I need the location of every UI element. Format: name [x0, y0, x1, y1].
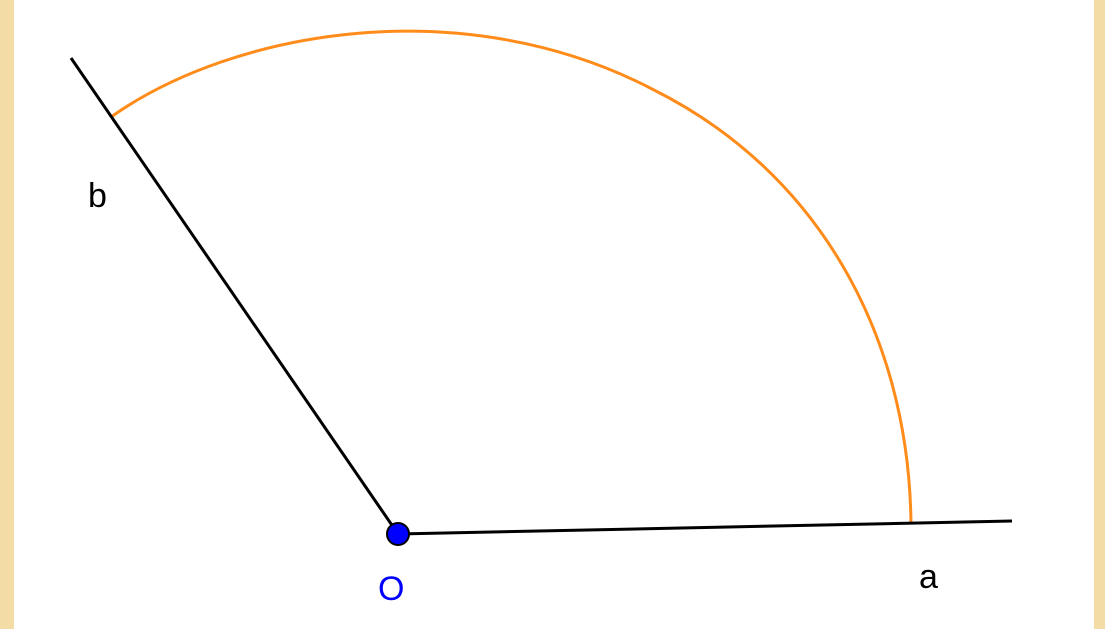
angle-arc — [110, 29, 913, 525]
angle-diagram: b a O — [69, 29, 1013, 608]
label-a: a — [919, 558, 938, 596]
ray-b — [69, 57, 400, 535]
label-b: b — [88, 177, 107, 215]
diagram-canvas: b a O — [14, 0, 1094, 629]
vertex-point[interactable] — [386, 522, 410, 546]
ray-a — [397, 519, 1013, 536]
label-vertex-o: O — [378, 570, 404, 608]
